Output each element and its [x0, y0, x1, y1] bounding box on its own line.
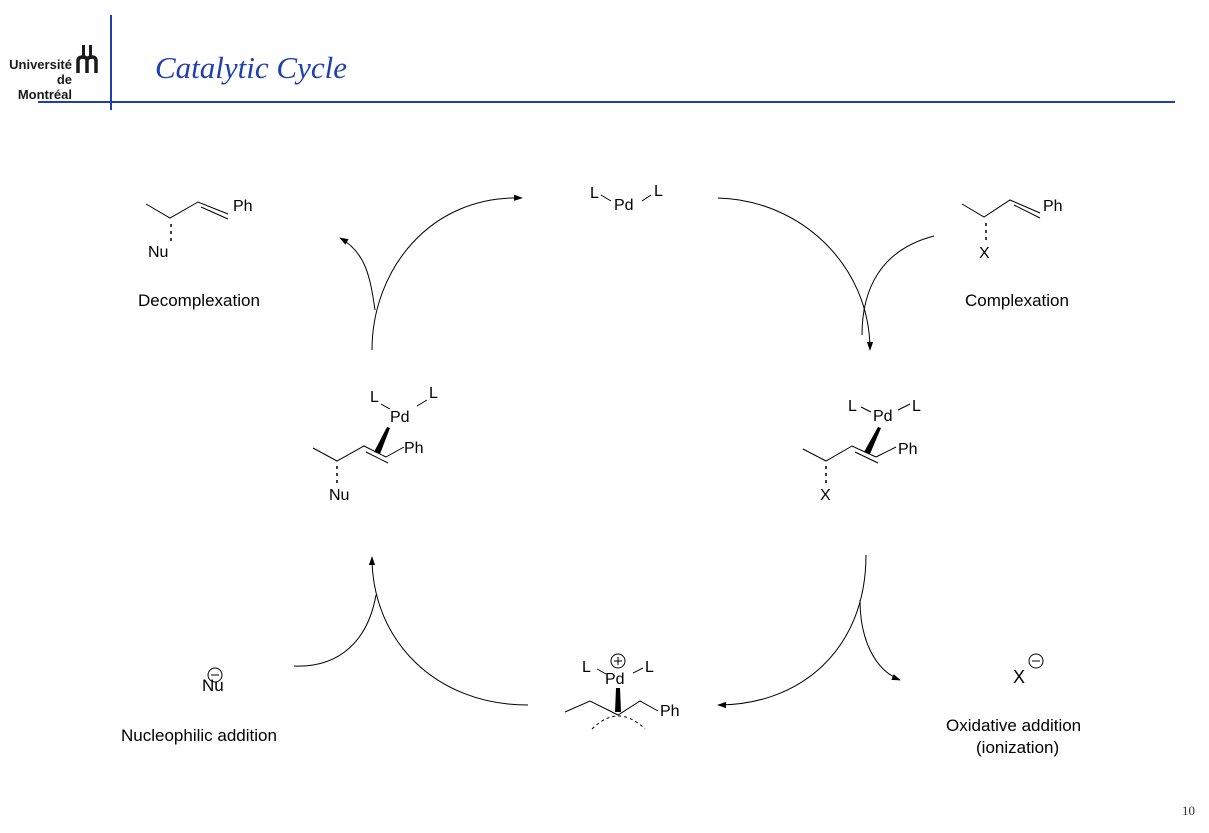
complex-nu-metal: Pd	[390, 409, 410, 426]
decomplexation-release-arrow	[339, 237, 376, 311]
page-number: 10	[1182, 803, 1195, 818]
allyl-complex-phenyl: Ph	[660, 703, 680, 720]
catalyst-pdl2: L Pd L	[590, 183, 663, 214]
product-nucleophile: Nu	[148, 244, 168, 261]
step-oxidative-addition: Oxidative addition	[946, 716, 1081, 735]
university-name-line2: de Montréal	[17, 72, 72, 102]
complex-x-leaving-group: X	[820, 487, 831, 504]
catalyst-ligand-right: L	[654, 183, 663, 200]
minus-charge-icon	[207, 667, 223, 683]
ionization-release-arrow	[859, 599, 901, 681]
substrate-allylic-x	[961, 199, 1041, 240]
university-logo-text: Université de Montréal	[8, 57, 72, 102]
complexation-feed-arrow	[861, 235, 935, 336]
complex-x-metal: Pd	[873, 408, 893, 425]
step-nucleophilic-addition: Nucleophilic addition	[121, 726, 277, 745]
header-horizontal-rule	[38, 101, 1175, 103]
university-name-line1: Université	[9, 57, 72, 72]
step-complexation: Complexation	[965, 291, 1069, 310]
complex-nu-ligand-left: L	[370, 389, 379, 406]
minus-charge-icon	[1028, 653, 1044, 669]
catalyst-ligand-left: L	[590, 185, 599, 202]
complex-nu-ligand-right: L	[429, 385, 438, 402]
complex-nu-phenyl: Ph	[404, 440, 424, 457]
cycle-arrow-top-left	[371, 194, 523, 351]
allyl-complex-metal: Pd	[605, 671, 625, 688]
cycle-arrow-top-right	[717, 197, 874, 351]
step-oxidative-addition-note: (ionization)	[976, 738, 1059, 757]
header-vertical-rule	[110, 15, 112, 110]
cycle-arrow-bottom-left	[368, 556, 529, 706]
page-title: Catalytic Cycle	[155, 50, 347, 85]
leaving-anion: X	[1013, 667, 1025, 687]
allyl-complex-ligand-left: L	[582, 659, 591, 676]
product-allylic-nu	[145, 201, 229, 241]
step-decomplexation: Decomplexation	[138, 291, 260, 310]
nucleophile-feed-arrow	[293, 594, 377, 667]
product-phenyl: Ph	[233, 198, 253, 215]
cycle-arrow-bottom-right	[717, 554, 867, 709]
complex-x-phenyl: Ph	[898, 441, 918, 458]
university-logo-icon	[76, 45, 98, 73]
substrate-leaving-group: X	[979, 245, 990, 262]
allyl-complex-ligand-right: L	[645, 659, 654, 676]
complex-nu-nucleophile: Nu	[329, 487, 349, 504]
catalyst-metal: Pd	[614, 197, 634, 214]
substrate-phenyl: Ph	[1043, 198, 1063, 215]
pi-allyl-pd-complex	[564, 653, 659, 730]
complex-x-ligand-right: L	[912, 398, 921, 415]
pd-complex-x	[802, 403, 911, 483]
complex-x-ligand-left: L	[848, 398, 857, 415]
